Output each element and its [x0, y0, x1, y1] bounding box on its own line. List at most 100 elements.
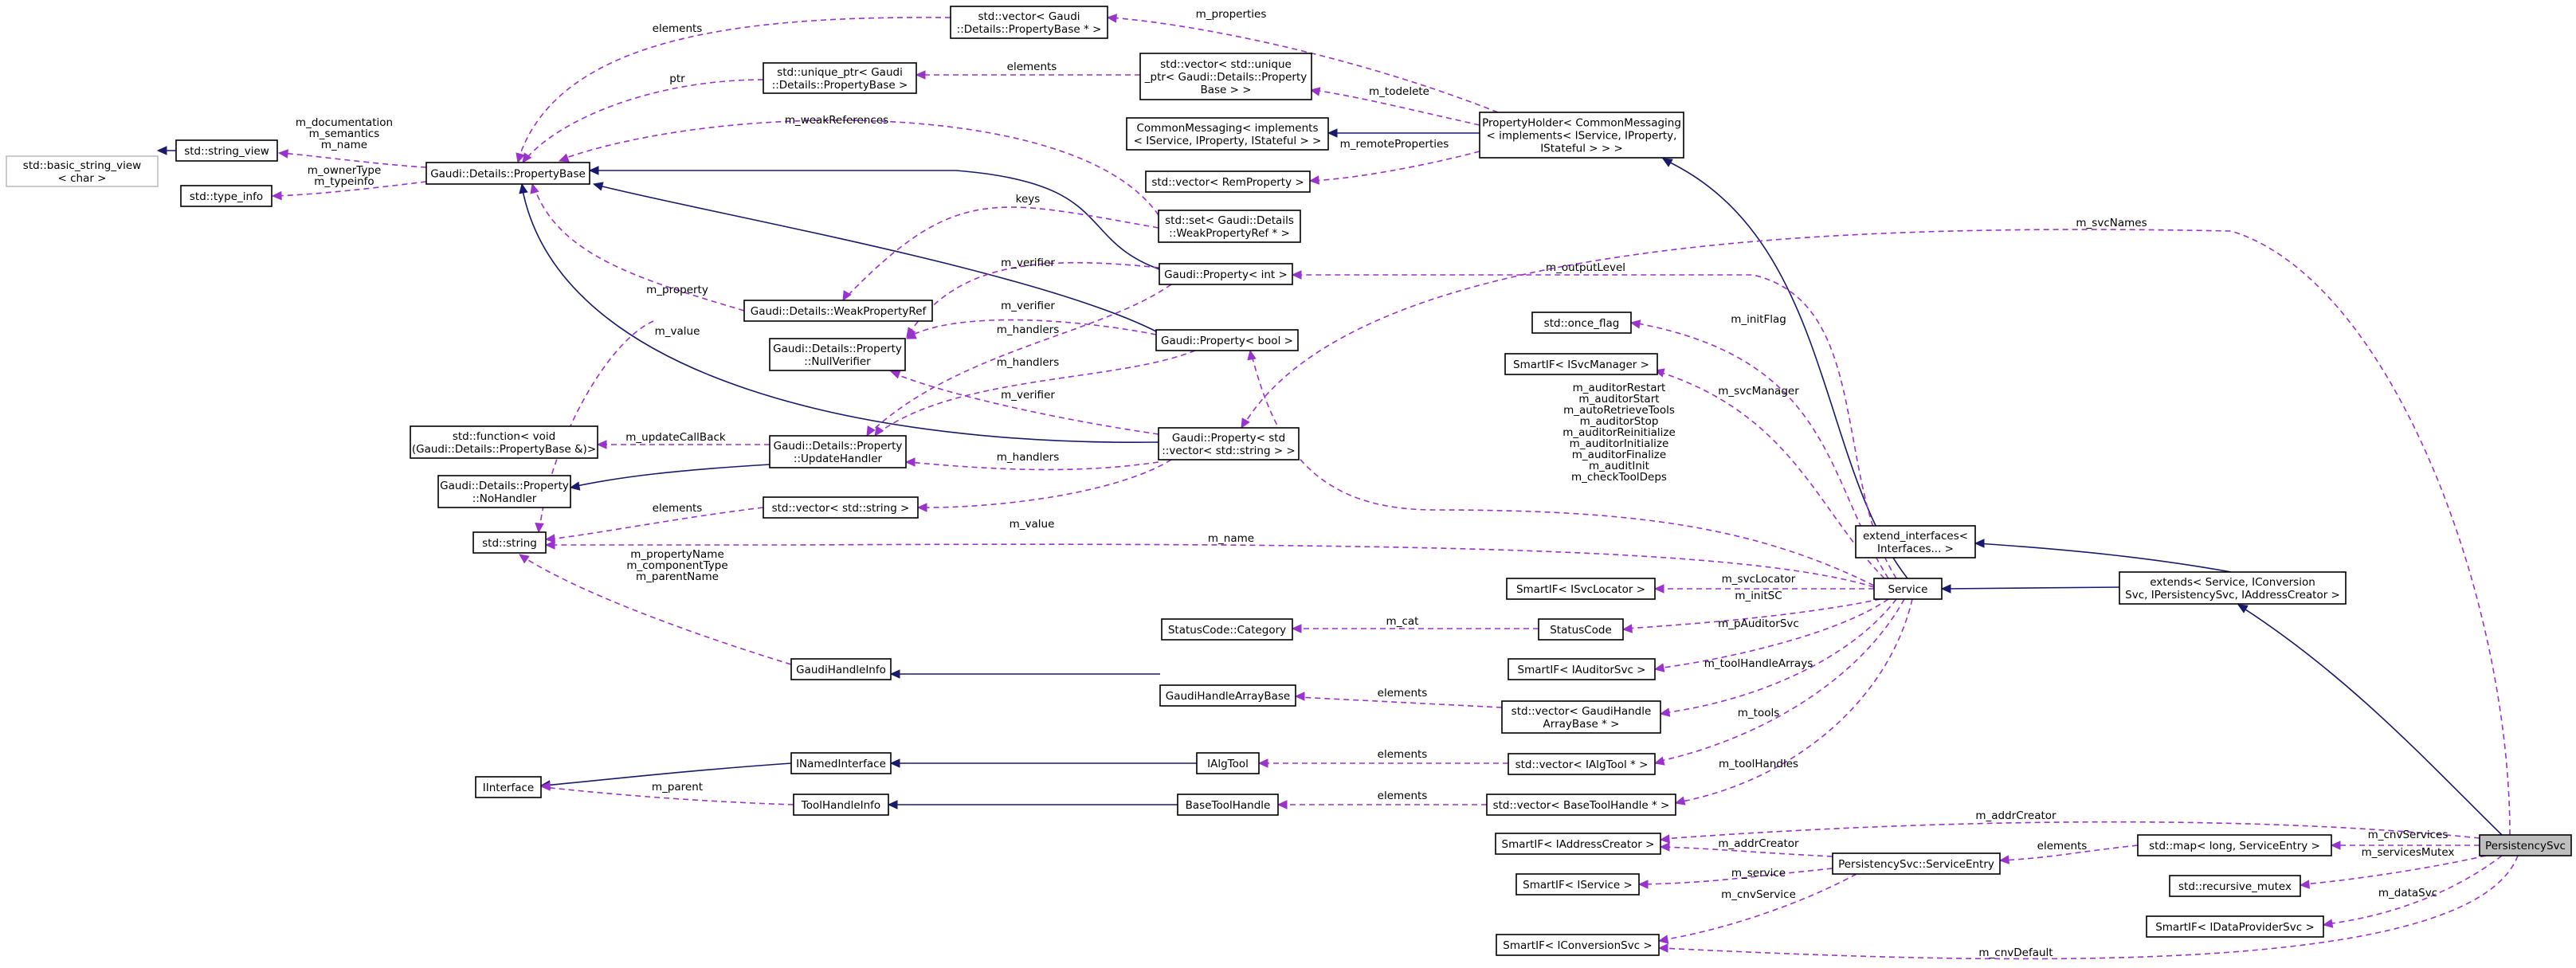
- class-box: [769, 338, 906, 371]
- class-node-once-flag[interactable]: std::once_flag: [1531, 312, 1632, 334]
- inheritance-arrowhead: [519, 182, 528, 194]
- class-node-func[interactable]: std::function< void(Gaudi::Details::Prop…: [410, 425, 598, 459]
- svg-text:elements: elements: [1378, 790, 1428, 802]
- class-node-inamed[interactable]: INamedInterface: [790, 752, 892, 774]
- class-node-vec-ialg[interactable]: std::vector< IAlgTool * >: [1508, 753, 1656, 775]
- edge-ps-conv: [1657, 855, 2519, 960]
- class-node-nohandler[interactable]: Gaudi::Details::Property::NoHandler: [437, 475, 571, 508]
- edge-label-line: elements: [653, 22, 703, 35]
- class-node-statuscode[interactable]: StatusCode: [1538, 618, 1624, 641]
- class-node-extends[interactable]: extends< Service, IConversionSvc, IPersi…: [2119, 571, 2347, 605]
- usage-arrowhead: [530, 182, 539, 194]
- class-node-nullver[interactable]: Gaudi::Details::Property::NullVerifier: [769, 338, 906, 371]
- class-node-string[interactable]: std::string: [472, 531, 547, 554]
- class-node-sif-dps[interactable]: SmartIF< IDataProviderSvc >: [2146, 915, 2324, 938]
- edge-line: [892, 372, 1159, 435]
- edge-vbth-bth: [1276, 800, 1487, 809]
- class-node-gaudihi[interactable]: GaudiHandleInfo: [790, 658, 892, 680]
- class-node-vec-ghab[interactable]: std::vector< GaudiHandleArrayBase * >: [1501, 700, 1661, 734]
- edge-line: [2240, 605, 2503, 836]
- class-node-bth[interactable]: BaseToolHandle: [1177, 794, 1279, 816]
- class-node-vec-pbptr[interactable]: std::vector< Gaudi::Details::PropertyBas…: [950, 6, 1108, 39]
- class-node-vec-str[interactable]: std::vector< std::string >: [763, 496, 919, 519]
- class-node-propbase[interactable]: Gaudi::Details::PropertyBase: [425, 162, 590, 185]
- class-name-line: extend_interfaces<: [1863, 530, 1968, 543]
- class-box: [472, 531, 547, 554]
- edge-label: elements: [653, 502, 703, 515]
- edge-line: [572, 464, 770, 488]
- class-box: [425, 162, 590, 185]
- class-name-line: _ptr< Gaudi::Details::Property: [1144, 71, 1308, 84]
- edge-line: [1297, 696, 1503, 708]
- class-node-propholder[interactable]: PropertyHolder< CommonMessaging< impleme…: [1479, 112, 1684, 159]
- edge-line: [908, 319, 1157, 338]
- class-name-line: < char >: [57, 172, 106, 185]
- class-node-map[interactable]: std::map< long, ServiceEntry >: [2137, 834, 2332, 856]
- class-name-line: Gaudi::Property< bool >: [1161, 335, 1293, 347]
- class-node-cmsg[interactable]: CommonMessaging< implements< IService, I…: [1126, 117, 1329, 151]
- edge-line: [1662, 846, 1833, 857]
- class-node-extif[interactable]: extend_interfaces<Interfaces... >: [1855, 525, 1976, 558]
- edge-label: elements: [1378, 687, 1428, 700]
- edge-label: m_updateCallBack: [625, 431, 726, 444]
- svg-text:m_outputLevel: m_outputLevel: [1546, 261, 1625, 274]
- class-node-wpr[interactable]: Gaudi::Details::WeakPropertyRef: [743, 300, 933, 322]
- usage-arrowhead: [1657, 943, 1668, 953]
- class-node-prop-vecstr[interactable]: Gaudi::Property< std::vector< std::strin…: [1158, 427, 1300, 460]
- class-node-persvc[interactable]: PersistencySvc: [2479, 834, 2572, 856]
- edge-line: [1660, 873, 1857, 941]
- class-node-sif-isvc[interactable]: SmartIF< IService >: [1515, 873, 1640, 895]
- class-name-line: Gaudi::Property< int >: [1164, 268, 1288, 281]
- class-node-sif-svcloc[interactable]: SmartIF< ISvcLocator >: [1506, 578, 1656, 600]
- class-node-basic-sv[interactable]: std::basic_string_view< char >: [6, 155, 159, 187]
- class-node-prop-bool[interactable]: Gaudi::Property< bool >: [1155, 329, 1299, 351]
- class-node-service[interactable]: Service: [1873, 578, 1943, 600]
- svg-text:m_todelete: m_todelete: [1369, 85, 1429, 98]
- class-name-line: std::string_view: [184, 145, 269, 158]
- class-node-sif-svcmgr[interactable]: SmartIF< ISvcManager >: [1504, 353, 1658, 375]
- class-name-line: PersistencySvc::ServiceEntry: [1838, 858, 1994, 871]
- edge-pbool-pb: [592, 182, 1157, 332]
- class-name-line: IInterface: [483, 782, 534, 794]
- class-node-ghab[interactable]: GaudiHandleArrayBase: [1159, 684, 1296, 707]
- edge-line: [543, 762, 792, 786]
- edge-label-line: m_auditorReinitialize: [1562, 426, 1676, 439]
- class-box: [1508, 753, 1656, 775]
- class-box: [1126, 117, 1329, 151]
- class-node-vec-uptr[interactable]: std::vector< std::unique_ptr< Gaudi::Det…: [1139, 53, 1312, 100]
- class-node-string-view[interactable]: std::string_view: [175, 139, 278, 162]
- edge-label: keys: [1016, 193, 1041, 206]
- class-node-iinterface[interactable]: IInterface: [475, 776, 542, 798]
- edge-line: [1312, 151, 1480, 182]
- class-node-thi[interactable]: ToolHandleInfo: [793, 794, 889, 816]
- class-name-line: ::UpdateHandler: [794, 453, 883, 465]
- class-node-sc-cat[interactable]: StatusCode::Category: [1161, 618, 1293, 641]
- svg-text:m_handlers: m_handlers: [997, 323, 1060, 336]
- class-node-sif-auditor[interactable]: SmartIF< IAuditorSvc >: [1508, 658, 1656, 680]
- svg-text:m_verifier: m_verifier: [1001, 300, 1055, 312]
- edge-label: m_dataSvc: [2378, 887, 2437, 899]
- edge-label-line: m_pAuditorSvc: [1718, 617, 1799, 630]
- class-node-svcentry[interactable]: PersistencySvc::ServiceEntry: [1832, 852, 2001, 875]
- edge-label-line: m_handlers: [997, 356, 1060, 369]
- class-node-updhandler[interactable]: Gaudi::Details::Property::UpdateHandler: [769, 435, 907, 468]
- class-node-sif-conv[interactable]: SmartIF< IConversionSvc >: [1496, 934, 1660, 956]
- class-node-sif-addr[interactable]: SmartIF< IAddressCreator >: [1495, 833, 1661, 855]
- svg-text:m_value: m_value: [1010, 518, 1055, 531]
- edge-ghab-ghi: [889, 669, 1160, 679]
- class-node-ialgtool[interactable]: IAlgTool: [1196, 752, 1260, 774]
- usage-arrowhead: [866, 425, 876, 437]
- class-node-prop-int[interactable]: Gaudi::Property< int >: [1159, 263, 1293, 285]
- class-node-vec-bth[interactable]: std::vector< BaseToolHandle * >: [1486, 794, 1676, 816]
- class-node-uptr-pb[interactable]: std::unique_ptr< Gaudi::Details::Propert…: [763, 62, 917, 94]
- class-node-type-info[interactable]: std::type_info: [180, 185, 272, 207]
- class-box: [175, 139, 278, 162]
- inheritance-arrowhead: [1327, 128, 1338, 138]
- usage-arrowhead: [1659, 842, 1670, 852]
- class-node-vec-remprop[interactable]: std::vector< RemProperty >: [1145, 170, 1311, 193]
- class-node-set-wpr[interactable]: std::set< Gaudi::Details::WeakPropertyRe…: [1158, 210, 1301, 243]
- class-node-rmutex[interactable]: std::recursive_mutex: [2169, 875, 2301, 897]
- edge-label: m_verifier: [1001, 389, 1055, 402]
- edge-pb-sv: [277, 149, 427, 168]
- edge-label: elements: [653, 22, 703, 35]
